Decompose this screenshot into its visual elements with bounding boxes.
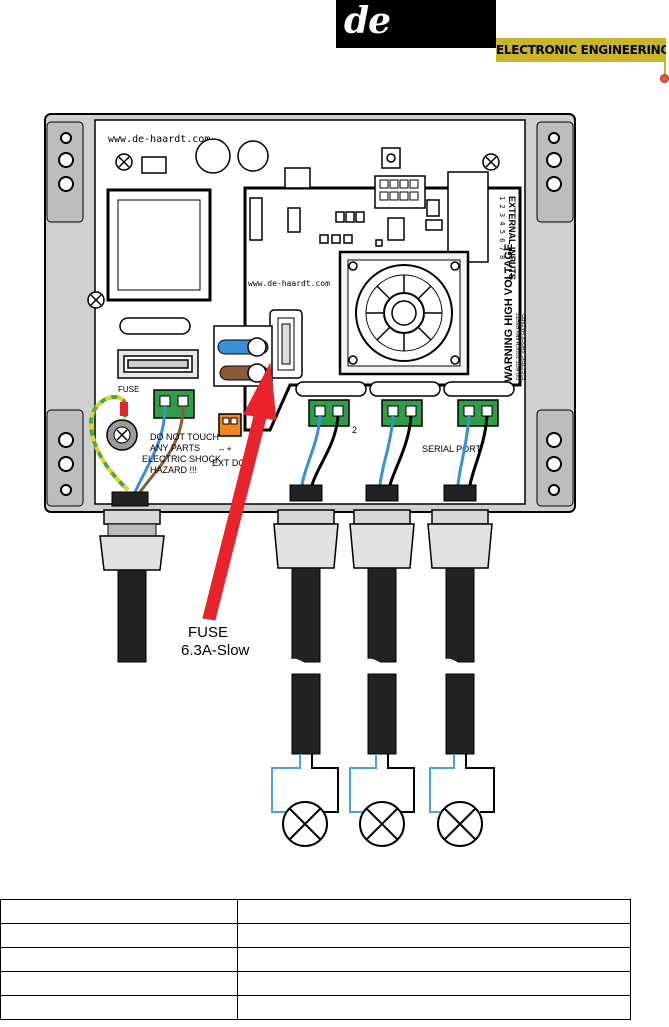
logo-accent-line bbox=[664, 62, 666, 76]
caution-line-4: HAZARD !!! bbox=[150, 465, 197, 475]
input-numbers: 1 2 3 4 5 6 7 8 bbox=[498, 196, 506, 259]
table-row bbox=[0, 899, 631, 924]
channel-digit: 2 bbox=[352, 425, 357, 435]
fuse-callout-arrow bbox=[202, 362, 277, 621]
company-logo: de Haardt ELECTRONIC ENGINEERING bbox=[330, 0, 669, 88]
fuse-holder-label: FUSE bbox=[118, 385, 139, 394]
external-inputs-label: EXTERNAL INPUTS bbox=[507, 196, 517, 280]
table-cell bbox=[237, 971, 631, 996]
table-row bbox=[0, 971, 631, 996]
spec-table bbox=[0, 899, 631, 1020]
caution-line-3: ELECTRIC SHOCK bbox=[142, 454, 221, 464]
table-cell bbox=[0, 971, 238, 996]
mains-brown-wire bbox=[138, 405, 185, 493]
mains-blue-wire bbox=[133, 405, 167, 493]
upper-pcb bbox=[243, 167, 522, 432]
callout-label-line-1: FUSE bbox=[188, 624, 228, 641]
caution-line-2: ANY PARTS bbox=[150, 443, 200, 453]
table-row bbox=[0, 947, 631, 972]
output-wires bbox=[300, 415, 489, 486]
lamp-wiring bbox=[271, 754, 495, 813]
ext-dc-connector bbox=[218, 413, 242, 437]
ext-dc-label: EXT DC bbox=[212, 458, 245, 468]
warning-sub-1: DO NOT TOUCH ANY PARTS bbox=[516, 312, 522, 380]
table-cell bbox=[0, 923, 238, 948]
table-cell bbox=[237, 995, 631, 1020]
ext-dc-polarity: – + bbox=[219, 444, 232, 454]
logo-tagline: ELECTRONIC ENGINEERING bbox=[496, 38, 666, 62]
board-url: www.de-haardt.com bbox=[108, 134, 210, 145]
screw-icon bbox=[87, 153, 500, 309]
table-cell bbox=[237, 899, 631, 924]
output-terminal-blocks bbox=[308, 399, 499, 427]
logo-script-text: de Haardt bbox=[336, 0, 496, 88]
logo-accent-dot bbox=[660, 74, 669, 83]
table-row bbox=[0, 923, 631, 948]
serial-port-label: SERIAL PORT bbox=[422, 444, 482, 454]
table-cell bbox=[237, 923, 631, 948]
upper-board-url: www.de-haardt.com bbox=[248, 279, 330, 288]
callout-label-line-2: 6.3A-Slow bbox=[181, 642, 250, 659]
table-cell bbox=[0, 899, 238, 924]
earth-screw-icon bbox=[106, 419, 138, 451]
warning-title: WARNING HIGH VOLTAGE bbox=[503, 244, 515, 382]
base-board-components bbox=[106, 138, 401, 379]
lamp-icon bbox=[282, 801, 483, 847]
earth-wire bbox=[89, 395, 130, 492]
cable-glands bbox=[99, 484, 493, 663]
table-cell bbox=[0, 995, 238, 1020]
table-row bbox=[0, 995, 631, 1020]
table-cell bbox=[0, 947, 238, 972]
output-cables bbox=[291, 567, 475, 755]
wiring-diagram: www.de-haardt.com FUSE bbox=[44, 113, 576, 847]
table-cell bbox=[237, 947, 631, 972]
warning-sub-2: ELECTRIC SHOCK HAZARD bbox=[522, 314, 528, 380]
caution-line-1: DO NOT TOUCH bbox=[150, 432, 219, 442]
